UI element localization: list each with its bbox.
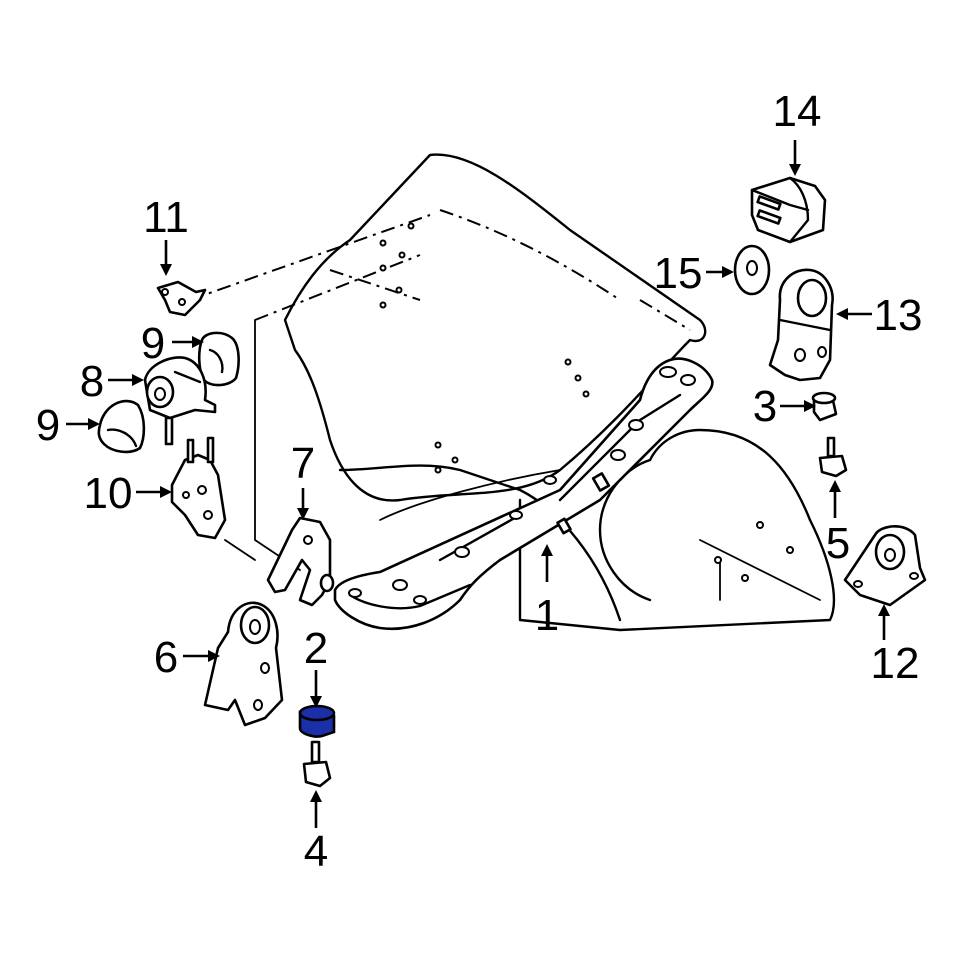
stud-5 xyxy=(818,436,848,478)
callout-15: 15 xyxy=(654,249,703,298)
callout-1: 1 xyxy=(535,591,559,640)
callout-8: 8 xyxy=(80,357,104,406)
insulator-9-lower xyxy=(97,399,146,454)
callout-5: 5 xyxy=(826,519,850,568)
callout-2: 2 xyxy=(304,624,328,673)
crossmember xyxy=(333,357,714,631)
callout-12: 12 xyxy=(871,639,920,688)
callout-9-lower: 9 xyxy=(36,401,60,450)
callout-11: 11 xyxy=(143,193,189,242)
engine-block-outline xyxy=(189,153,836,632)
stud-4 xyxy=(302,740,332,788)
insulator-9-upper xyxy=(197,331,240,387)
callout-9-upper: 9 xyxy=(141,319,165,368)
engine-mount-8 xyxy=(143,356,217,446)
callout-7: 7 xyxy=(291,439,315,488)
bracket-7 xyxy=(266,516,335,607)
callout-13: 13 xyxy=(874,291,923,340)
engine-mount-6 xyxy=(203,601,284,727)
engine-mount-13 xyxy=(768,268,834,382)
engine-mount-12 xyxy=(843,525,927,607)
bushing-2-top xyxy=(298,704,336,722)
bushing-2-highlighted xyxy=(298,704,336,738)
callout-14: 14 xyxy=(773,87,822,136)
upper-mount-14 xyxy=(750,176,827,244)
callout-6: 6 xyxy=(154,633,178,682)
callout-10: 10 xyxy=(84,469,133,518)
callout-arrows xyxy=(66,140,890,828)
bracket-10 xyxy=(170,436,227,540)
bushing-3 xyxy=(811,391,838,422)
bracket-11 xyxy=(156,280,207,317)
callout-labels: 1 2 3 4 5 6 7 8 9 9 10 11 12 13 14 15 xyxy=(36,87,923,876)
washer-15 xyxy=(733,244,771,296)
callout-3: 3 xyxy=(753,382,777,431)
callout-4: 4 xyxy=(304,827,328,876)
